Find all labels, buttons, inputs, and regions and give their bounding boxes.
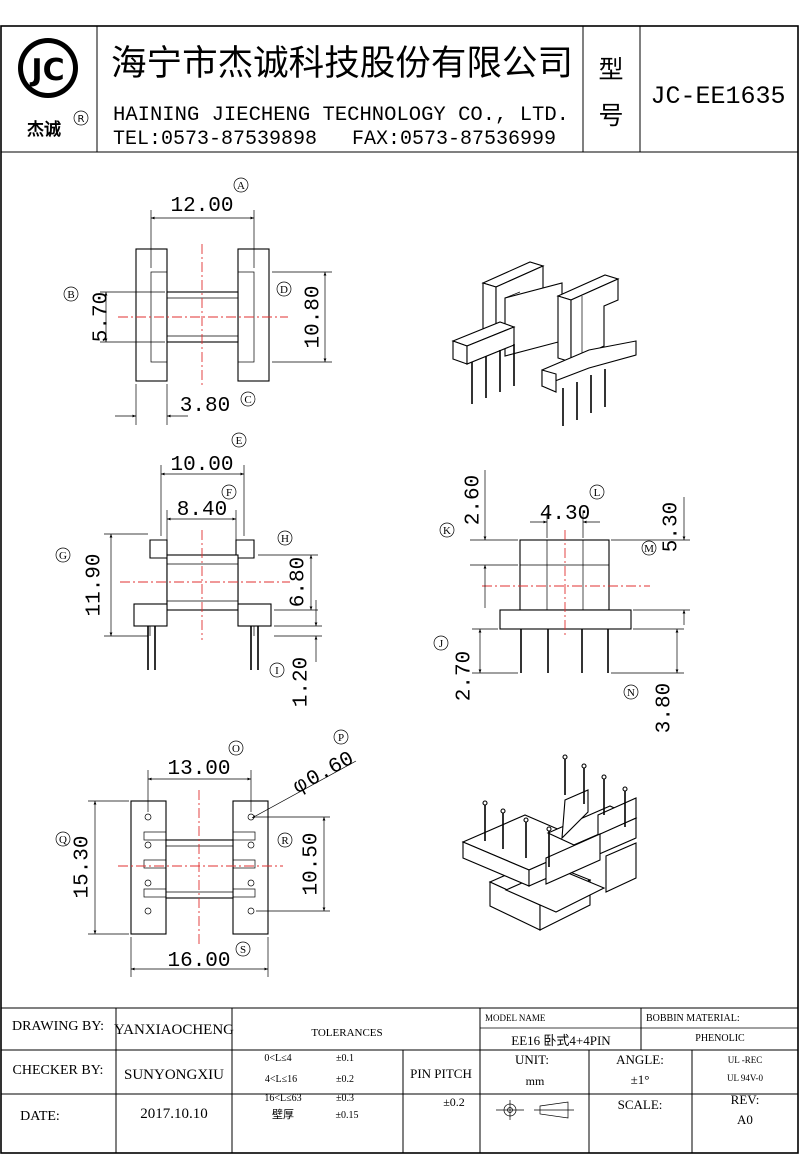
tol-range-1: 0<L≤4	[264, 1053, 291, 1064]
model-name-label: MODEL NAME	[485, 1013, 546, 1023]
drawing-by-label: DRAWING BY:	[12, 1019, 104, 1034]
tol-value-4: ±0.15	[336, 1110, 359, 1121]
dim-p-label: P	[338, 732, 344, 744]
tolerances-label: TOLERANCES	[311, 1027, 382, 1039]
bobbin-material-label: BOBBIN MATERIAL:	[646, 1013, 740, 1024]
dim-p-value: 0.60	[303, 748, 358, 793]
top-view	[100, 210, 332, 425]
dim-h-label: H	[281, 533, 289, 545]
rev-value: A0	[737, 1112, 753, 1127]
angle-value: ±1°	[631, 1072, 650, 1087]
dim-d-value: 10.80	[303, 285, 326, 348]
logo-subtext: 杰诚	[27, 119, 61, 140]
model-number: JC-EE1635	[650, 82, 785, 111]
date-value: 2017.10.10	[140, 1106, 208, 1122]
dim-j-value: 2.70	[454, 651, 477, 701]
dim-i-label: I	[275, 665, 279, 677]
tol-value-3: ±0.3	[336, 1093, 354, 1104]
dim-e-label: E	[236, 435, 243, 447]
title-block	[1, 1007, 798, 1153]
dim-j-label: J	[439, 638, 444, 650]
tol-range-3: 16<L≤63	[264, 1093, 301, 1104]
dim-g-value: 11.90	[84, 553, 107, 616]
dim-g-label: G	[59, 550, 67, 562]
tol-range-2: 4<L≤16	[265, 1074, 297, 1085]
dim-s-label: S	[240, 944, 246, 956]
dim-e-value: 10.00	[170, 454, 233, 477]
isometric-view-2	[461, 754, 638, 931]
dim-b-label: B	[67, 289, 74, 301]
pin-pitch-value: ±0.2	[443, 1095, 465, 1109]
dim-n-label: N	[627, 687, 635, 699]
registered-mark: R	[78, 114, 85, 125]
company-tel: TEL:0573-87539898	[113, 128, 317, 151]
dim-i-value: 1.20	[291, 657, 314, 707]
bottom-view	[88, 760, 357, 977]
model-label-1: 型	[598, 56, 623, 84]
ul-rec: UL -REC	[728, 1055, 762, 1065]
sheet-border	[0, 25, 799, 1154]
dim-c-label: C	[244, 394, 251, 406]
dim-l-label: L	[594, 487, 601, 499]
dim-r-label: R	[281, 835, 289, 847]
dim-k-value: 2.60	[463, 475, 486, 525]
model-label-2: 号	[598, 103, 623, 130]
checker-by-value: SUNYONGXIU	[124, 1067, 224, 1083]
dim-q-value: 15.30	[72, 835, 95, 898]
dim-c-value: 3.80	[180, 395, 230, 418]
unit-label: UNIT:	[515, 1052, 549, 1067]
angle-label: ANGLE:	[616, 1052, 664, 1067]
date-label: DATE:	[20, 1109, 60, 1124]
company-name-cn: 海宁市杰诚科技股份有限公司	[111, 44, 573, 83]
pin-pitch-label: PIN PITCH	[410, 1066, 472, 1081]
dim-l-value: 4.30	[540, 503, 590, 526]
dim-r-value: 10.50	[301, 832, 324, 895]
unit-value: mm	[526, 1074, 545, 1088]
side-view	[470, 470, 690, 674]
company-name-en: HAINING JIECHENG TECHNOLOGY CO., LTD.	[113, 104, 569, 127]
dim-n-value: 3.80	[654, 683, 677, 733]
dim-k-label: K	[443, 525, 451, 537]
dim-q-label: Q	[59, 834, 67, 846]
company-logo: JC 杰诚 R	[18, 38, 89, 140]
scale-label: SCALE:	[618, 1097, 663, 1112]
ul-rating: UL 94V-0	[727, 1073, 764, 1083]
dim-m-label: M	[644, 543, 654, 555]
dim-d-label: D	[280, 284, 288, 296]
dim-h-value: 6.80	[288, 557, 311, 607]
drawing-by-value: YANXIAOCHENG	[114, 1022, 234, 1038]
dim-f-value: 8.40	[177, 499, 227, 522]
model-name-value: EE16 卧式4+4PIN	[511, 1033, 611, 1048]
tol-value-1: ±0.1	[336, 1053, 354, 1064]
checker-by-label: CHECKER BY:	[13, 1063, 104, 1078]
tol-value-2: ±0.2	[336, 1074, 354, 1085]
tol-range-4: 壁厚	[272, 1107, 294, 1121]
dim-s-value: 16.00	[167, 950, 230, 973]
isometric-view-1	[451, 261, 637, 426]
company-fax: FAX:0573-87536999	[352, 128, 556, 151]
dim-a-value: 12.00	[170, 195, 233, 218]
dim-o-value: 13.00	[167, 758, 230, 781]
dim-a-label: A	[237, 180, 245, 192]
logo-text: JC	[29, 53, 64, 88]
dim-m-value: 5.30	[661, 502, 684, 552]
dim-o-label: O	[232, 743, 240, 755]
dim-f-label: F	[226, 487, 232, 499]
rev-label: REV:	[731, 1092, 760, 1107]
bobbin-material-value: PHENOLIC	[695, 1033, 745, 1044]
dim-b-value: 5.70	[91, 292, 114, 342]
front-view	[104, 465, 322, 670]
